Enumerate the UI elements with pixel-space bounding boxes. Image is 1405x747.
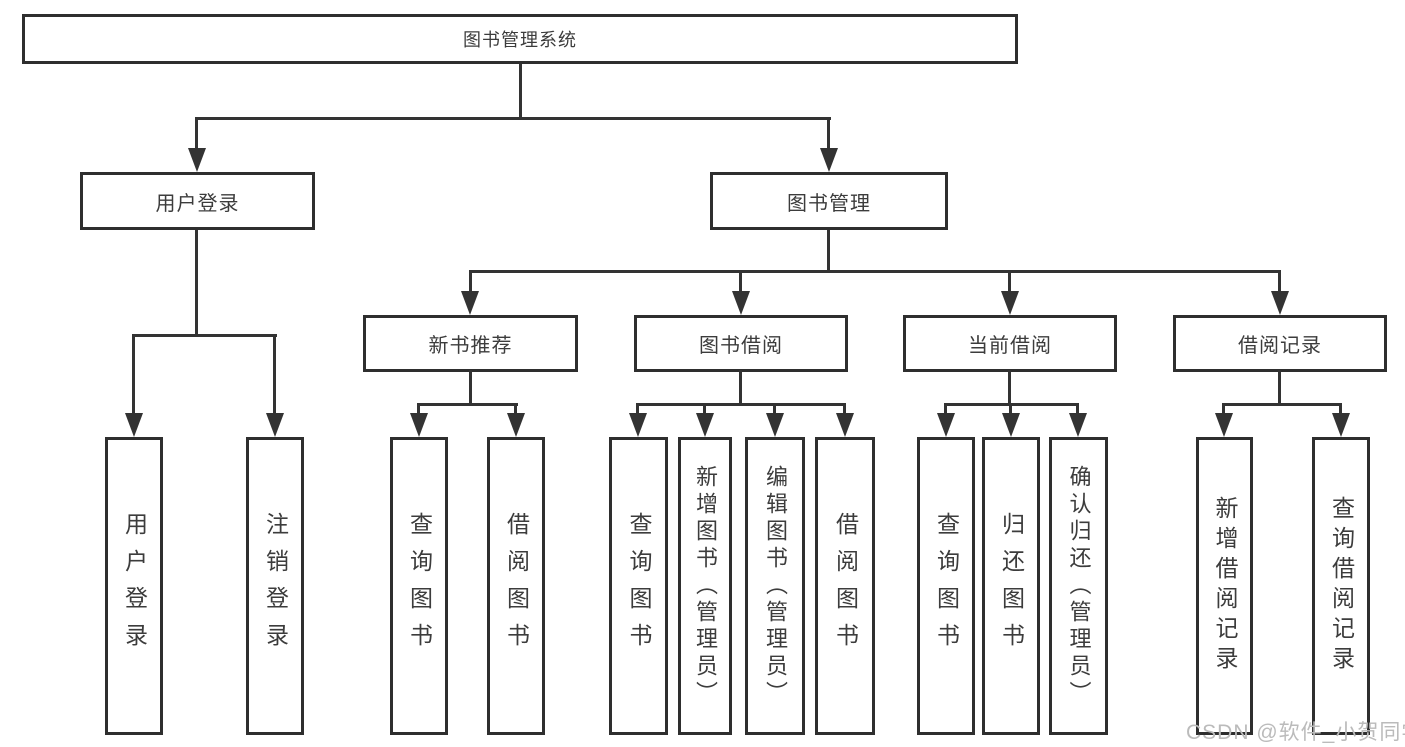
connector-line: [636, 403, 846, 406]
node-label: 当前借阅: [968, 335, 1052, 357]
connector-line: [1278, 370, 1281, 406]
connector-line: [1009, 403, 1012, 416]
connector-line: [773, 403, 776, 416]
arrow-down-icon: [820, 148, 838, 172]
connector-line: [636, 403, 639, 416]
leaf-label: 确认归还（管理员）: [1066, 464, 1092, 708]
leaf-label: 编辑图书（管理员）: [763, 464, 788, 708]
arrow-down-icon: [188, 148, 206, 172]
arrow-down-icon: [766, 413, 784, 437]
node-book-management: 图书管理: [710, 172, 948, 230]
node-label: 新书推荐: [428, 335, 513, 357]
connector-line: [1278, 270, 1281, 293]
connector-line: [843, 403, 846, 416]
leaf-edit-books-admin: 编辑图书（管理员）: [745, 437, 805, 735]
arrow-down-icon: [1271, 291, 1289, 315]
connector-line: [1339, 403, 1342, 416]
arrow-down-icon: [937, 413, 955, 437]
arrow-down-icon: [461, 291, 479, 315]
leaf-label: 查询图书: [406, 512, 433, 660]
leaf-borrow-books: 借阅图书: [815, 437, 875, 735]
leaf-label: 查询图书: [626, 512, 652, 660]
connector-line: [417, 403, 518, 406]
connector-line: [1076, 403, 1079, 416]
arrow-down-icon: [1215, 413, 1233, 437]
node-book-borrow: 图书借阅: [634, 315, 848, 372]
connector-line: [1008, 370, 1011, 406]
connector-line: [417, 403, 420, 416]
arrow-down-icon: [266, 413, 284, 437]
leaf-confirm-return-admin: 确认归还（管理员）: [1049, 437, 1108, 735]
node-current-borrow: 当前借阅: [903, 315, 1117, 372]
node-label: 借阅记录: [1238, 335, 1322, 357]
connector-line: [1222, 403, 1342, 406]
connector-line: [703, 403, 706, 416]
leaf-query-books-recommend: 查询图书: [390, 437, 448, 735]
connector-line: [739, 270, 742, 293]
node-label: 图书管理系统: [463, 30, 577, 50]
connector-line: [1222, 403, 1225, 416]
leaf-label: 注销登录: [262, 512, 289, 660]
leaf-label: 归还图书: [998, 512, 1025, 660]
node-library-system: 图书管理系统: [22, 14, 1018, 64]
arrow-down-icon: [696, 413, 714, 437]
connector-line: [195, 117, 831, 120]
leaf-query-borrow-record: 查询借阅记录: [1312, 437, 1370, 735]
leaf-query-books-current: 查询图书: [917, 437, 975, 735]
leaf-user-login: 用户登录: [105, 437, 163, 735]
connector-line: [519, 64, 522, 120]
arrow-down-icon: [1001, 291, 1019, 315]
arrow-down-icon: [507, 413, 525, 437]
connector-line: [195, 230, 198, 337]
leaf-label: 查询借阅记录: [1328, 496, 1355, 676]
arrow-down-icon: [1069, 413, 1087, 437]
leaf-label: 新增借阅记录: [1212, 496, 1238, 676]
node-label: 图书借阅: [699, 335, 783, 357]
leaf-label: 查询图书: [933, 512, 960, 660]
connector-line: [132, 334, 277, 337]
leaf-return-books: 归还图书: [982, 437, 1040, 735]
connector-line: [944, 403, 947, 416]
arrow-down-icon: [410, 413, 428, 437]
leaf-query-books-borrow: 查询图书: [609, 437, 668, 735]
leaf-logout-login: 注销登录: [246, 437, 304, 735]
arrow-down-icon: [836, 413, 854, 437]
connector-line: [827, 117, 830, 151]
connector-line: [514, 403, 517, 416]
arrow-down-icon: [1332, 413, 1350, 437]
watermark: CSDN @软件_小贺同学: [1186, 721, 1405, 744]
connector-line: [469, 370, 472, 406]
leaf-label: 新增图书（管理员）: [693, 464, 718, 708]
node-borrow-records: 借阅记录: [1173, 315, 1387, 372]
leaf-label: 借阅图书: [832, 512, 859, 660]
arrow-down-icon: [629, 413, 647, 437]
connector-line: [469, 270, 1281, 273]
connector-line: [739, 370, 742, 406]
node-label: 用户登录: [155, 192, 240, 215]
arrow-down-icon: [125, 413, 143, 437]
node-label: 图书管理: [787, 192, 871, 215]
connector-line: [469, 270, 472, 293]
connector-line: [273, 334, 276, 415]
connector-line: [195, 117, 198, 151]
node-new-book-recommend: 新书推荐: [363, 315, 578, 372]
arrow-down-icon: [1002, 413, 1020, 437]
node-user-login: 用户登录: [80, 172, 315, 230]
arrow-down-icon: [732, 291, 750, 315]
leaf-add-borrow-record: 新增借阅记录: [1196, 437, 1253, 735]
connector-line: [827, 230, 830, 273]
leaf-label: 借阅图书: [503, 512, 530, 660]
leaf-label: 用户登录: [121, 512, 148, 660]
leaf-borrow-books-recommend: 借阅图书: [487, 437, 545, 735]
connector-line: [132, 334, 135, 415]
leaf-add-books-admin: 新增图书（管理员）: [678, 437, 732, 735]
connector-line: [1008, 270, 1011, 293]
